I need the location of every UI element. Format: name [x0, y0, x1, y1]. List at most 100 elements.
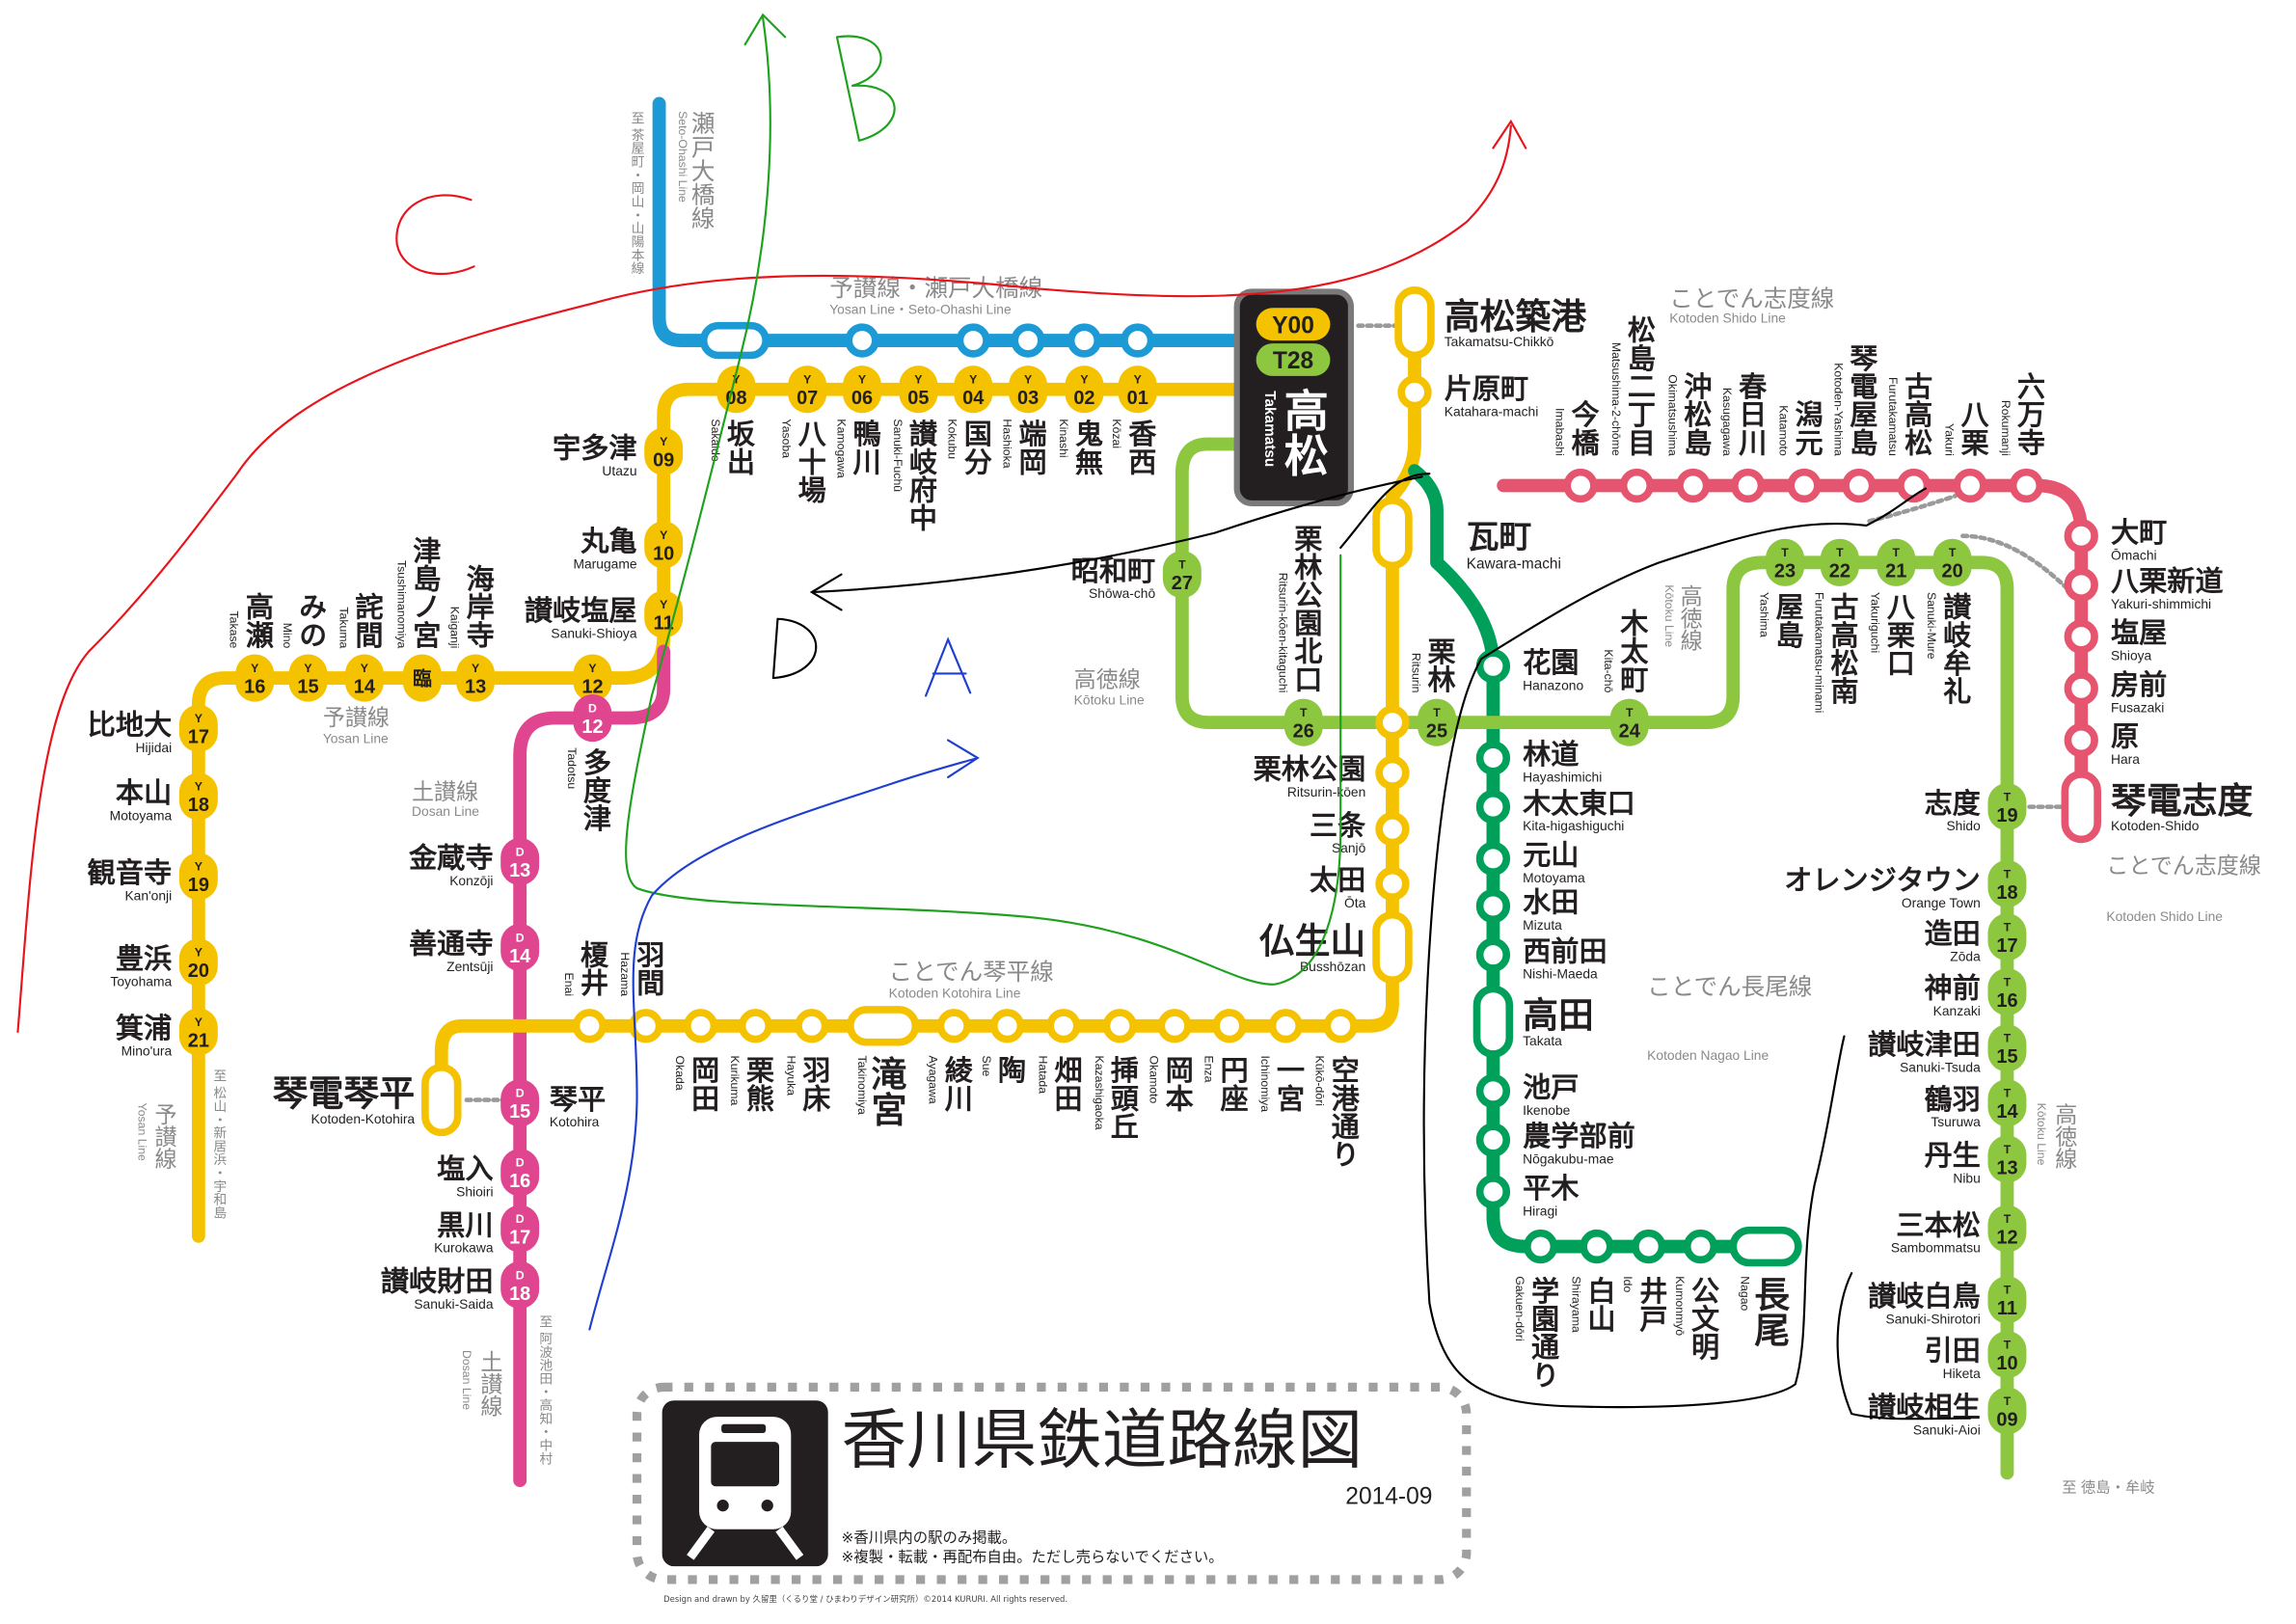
station-tadotsu[interactable]: Y12 — [573, 654, 612, 702]
station-kawara-machi[interactable] — [1372, 497, 1413, 570]
station-ritsurin[interactable] — [1375, 705, 1410, 740]
takamatsu-hub-station[interactable]: Y00 T28 高松 Takamatsu — [1233, 288, 1355, 507]
